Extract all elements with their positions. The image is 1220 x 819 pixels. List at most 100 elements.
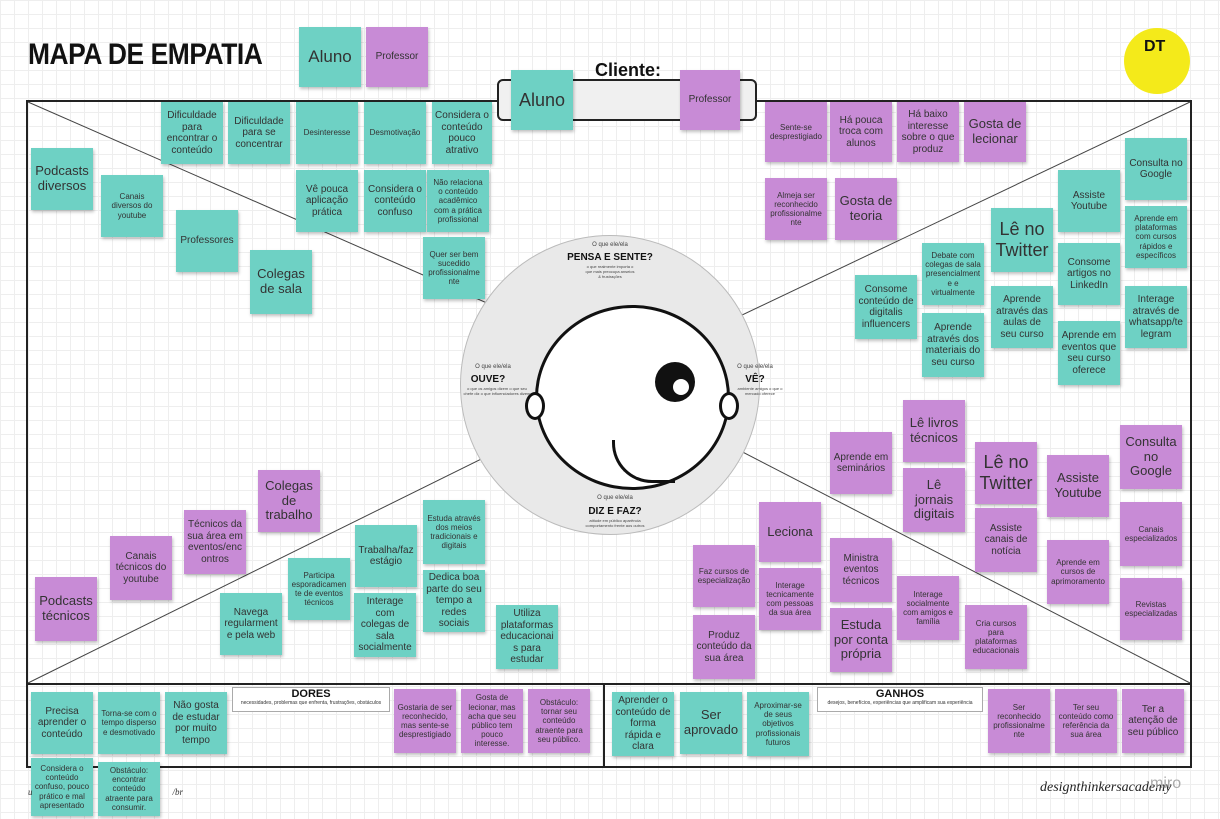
diz-right-sticky-5[interactable]: Assiste Youtube <box>1047 455 1109 517</box>
diz-center-sticky-7[interactable]: Utiliza plataformas educacionais para es… <box>496 605 558 669</box>
diz-left-sticky-1[interactable]: Colegas de trabalho <box>258 470 320 532</box>
ouve-pre: O que ele/ela <box>475 364 511 370</box>
diz-desc: atitude em público aparência comportamen… <box>585 518 645 528</box>
pensa-sticky-8[interactable]: Não relaciona o conteúdo acadêmico com a… <box>427 170 489 232</box>
dores-title: DORES <box>291 688 331 700</box>
ve-title: VÊ? <box>745 374 765 385</box>
ve-pre: O que ele/ela <box>737 364 773 370</box>
dores-sticky-5[interactable]: Gosta de lecionar, mas acha que seu públ… <box>461 689 523 753</box>
ve-sticky-6[interactable]: Consome artigos no LinkedIn <box>1058 243 1120 305</box>
ouve-sticky-2[interactable]: Canais diversos do youtube <box>101 175 163 237</box>
ganhos-title: GANHOS <box>875 688 925 700</box>
diz-center-sticky-4[interactable]: Dedica boa parte do seu tempo a redes so… <box>423 570 485 632</box>
footer-url-end: /br <box>172 787 184 797</box>
footer-brand: designthinkersacademy <box>1040 780 1172 795</box>
diz-right-sticky-7[interactable]: Assiste canais de notícia <box>975 508 1037 572</box>
diz-right-sticky-10[interactable]: Faz cursos de especialização <box>693 545 755 607</box>
diz-right-sticky-2[interactable]: Aprende em seminários <box>830 432 892 494</box>
logo-text: DT <box>1144 38 1166 55</box>
ouve-sticky-3[interactable]: Professores <box>176 210 238 272</box>
client-label: Cliente: <box>595 60 662 80</box>
pensa-pre: O que ele/ela <box>592 242 628 248</box>
diz-right-sticky-16[interactable]: Produz conteúdo da sua área <box>693 615 755 679</box>
pensa-sticky-2[interactable]: Dificuldade para se concentrar <box>228 102 290 164</box>
pensa-sticky-14[interactable]: Almeja ser reconhecido profissionalmente <box>765 178 827 240</box>
diz-center-sticky-2[interactable]: Trabalha/faz estágio <box>355 525 417 587</box>
diz-right-sticky-6[interactable]: Lê jornais digitais <box>903 468 965 532</box>
pupil <box>673 379 689 395</box>
diz-right-sticky-1[interactable]: Lê livros técnicos <box>903 400 965 462</box>
diz-center-sticky-1[interactable]: Estuda através dos meios tradicionais e … <box>423 500 485 564</box>
diz-center-sticky-5[interactable]: Navega regularmente pela web <box>220 593 282 655</box>
pensa-sticky-9[interactable]: Quer ser bem sucedido profissionalmente <box>423 237 485 299</box>
diz-right-sticky-9[interactable]: Canais especializados <box>1120 502 1182 566</box>
pensa-sticky-6[interactable]: Vê pouca aplicação prática <box>296 170 358 232</box>
diz-pre: O que ele/ela <box>597 495 633 501</box>
diz-right-sticky-18[interactable]: Cria cursos para plataformas educacionai… <box>965 605 1027 669</box>
pensa-title: PENSA E SENTE? <box>567 252 653 263</box>
diz-right-sticky-8[interactable]: Leciona <box>759 502 821 562</box>
ve-sticky-4[interactable]: Aprende em plataformas com cursos rápido… <box>1125 206 1187 268</box>
right-ear <box>719 392 739 420</box>
pensa-sticky-4[interactable]: Desmotivação <box>364 102 426 164</box>
dores-sticky-3[interactable]: Não gosta de estudar por muito tempo <box>165 692 227 754</box>
diz-center-sticky-3[interactable]: Participa esporadicamente de eventos téc… <box>288 558 350 620</box>
pensa-sticky-1[interactable]: Dificuldade para encontrar o conteúdo <box>161 102 223 164</box>
diz-title: DIZ E FAZ? <box>588 506 642 517</box>
pensa-sticky-13[interactable]: Gosta de lecionar <box>964 102 1026 162</box>
ganhos-sticky-4[interactable]: Ser reconhecido profissionalmente <box>988 689 1050 753</box>
ganhos-sticky-3[interactable]: Aproximar-se de seus objetivos profissio… <box>747 692 809 756</box>
diz-right-sticky-13[interactable]: Interage tecnicamente com pessoas da sua… <box>759 568 821 630</box>
ganhos-sticky-1[interactable]: Aprender o conteúdo de forma rápida e cl… <box>612 692 674 756</box>
bottom-section-divider <box>26 683 1192 685</box>
pensa-sticky-7[interactable]: Considera o conteúdo confuso <box>364 170 426 232</box>
pensa-desc: o que realmente importa o que mais preoc… <box>585 264 635 279</box>
ganhos-sticky-2[interactable]: Ser aprovado <box>680 692 742 754</box>
left-ear <box>525 392 545 420</box>
pensa-sticky-12[interactable]: Há baixo interesse sobre o que produz <box>897 102 959 162</box>
diz-right-sticky-4[interactable]: Consulta no Google <box>1120 425 1182 489</box>
ganhos-desc: desejos, benefícios, experiências que am… <box>827 700 973 706</box>
diz-right-sticky-12[interactable]: Aprende em cursos de aprimoramento <box>1047 540 1109 604</box>
dores-sticky-1[interactable]: Precisa aprender o conteúdo <box>31 692 93 754</box>
ganhos-sticky-6[interactable]: Ter a atenção de seu público <box>1122 689 1184 753</box>
dores-sticky-7[interactable]: Considera o conteúdo confuso, pouco prát… <box>31 758 93 816</box>
ve-sticky-9[interactable]: Interage através de whatsapp/telegram <box>1125 286 1187 348</box>
diz-right-sticky-11[interactable]: Ministra eventos técnicos <box>830 538 892 602</box>
pensa-sticky-15[interactable]: Gosta de teoria <box>835 178 897 240</box>
diz-left-sticky-2[interactable]: Técnicos da sua área em eventos/encontro… <box>184 510 246 574</box>
ouve-sticky-1[interactable]: Podcasts diversos <box>31 148 93 210</box>
dores-sticky-6[interactable]: Obstáculo: tornar seu conteúdo atraente … <box>528 689 590 753</box>
diz-left-sticky-3[interactable]: Canais técnicos do youtube <box>110 536 172 600</box>
diz-right-sticky-15[interactable]: Revistas especializadas <box>1120 578 1182 640</box>
ve-sticky-11[interactable]: Aprende em eventos que seu curso oferece <box>1058 321 1120 385</box>
diz-right-sticky-17[interactable]: Estuda por conta própria <box>830 608 892 672</box>
dores-sticky-4[interactable]: Gostaria de ser reconhecido, mas sente-s… <box>394 689 456 753</box>
legend-aluno-sticky[interactable]: Aluno <box>299 27 361 87</box>
pensa-sticky-11[interactable]: Há pouca troca com alunos <box>830 102 892 162</box>
diz-right-sticky-3[interactable]: Lê no Twitter <box>975 442 1037 504</box>
client-professor-sticky[interactable]: Professor <box>680 70 740 130</box>
pensa-sticky-3[interactable]: Desinteresse <box>296 102 358 164</box>
ve-sticky-3[interactable]: Lê no Twitter <box>991 208 1053 272</box>
diz-left-sticky-4[interactable]: Podcasts técnicos <box>35 577 97 641</box>
diz-right-sticky-14[interactable]: Interage socialmente com amigos e famíli… <box>897 576 959 640</box>
legend-professor-sticky[interactable]: Professor <box>366 27 428 87</box>
diz-center-sticky-6[interactable]: Interage com colegas de sala socialmente <box>354 593 416 657</box>
dores-sticky-2[interactable]: Torna-se com o tempo disperso e desmotiv… <box>98 692 160 754</box>
client-aluno-sticky[interactable]: Aluno <box>511 70 573 130</box>
pensa-sticky-10[interactable]: Sente-se desprestigiado <box>765 102 827 162</box>
ve-sticky-8[interactable]: Aprende através das aulas de seu curso <box>991 286 1053 348</box>
pensa-sticky-5[interactable]: Considera o conteúdo pouco atrativo <box>432 102 492 164</box>
ouve-sticky-4[interactable]: Colegas de sala <box>250 250 312 314</box>
footer-url-start: u <box>28 787 33 797</box>
ve-sticky-1[interactable]: Consulta no Google <box>1125 138 1187 200</box>
ganhos-sticky-5[interactable]: Ter seu conteúdo como referência da sua … <box>1055 689 1117 753</box>
ve-sticky-5[interactable]: Debate com colegas de sala presencialmen… <box>922 243 984 305</box>
ve-sticky-10[interactable]: Aprende através dos materiais do seu cur… <box>922 313 984 377</box>
ve-sticky-7[interactable]: Consome conteúdo de digitalis influencer… <box>855 275 917 339</box>
ve-sticky-2[interactable]: Assiste Youtube <box>1058 170 1120 232</box>
dores-sticky-8[interactable]: Obstáculo: encontrar conteúdo atraente p… <box>98 762 160 816</box>
ouve-desc: o que os amigos dizem o que seu chefe di… <box>463 386 531 396</box>
ouve-title: OUVE? <box>470 374 506 385</box>
